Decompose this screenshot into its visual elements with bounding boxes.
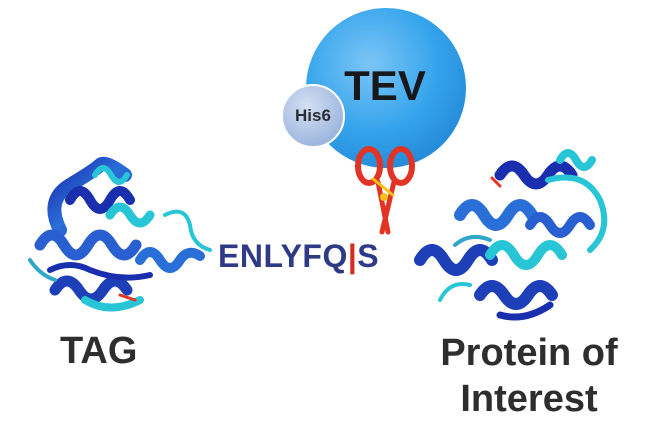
protein-of-interest-label: Protein of Interest [424, 330, 634, 422]
tev-label: TEV [344, 62, 426, 109]
scissors-icon [355, 146, 415, 235]
tag-protein-structure [28, 156, 212, 312]
his6-tag-circle [281, 84, 345, 148]
target-protein-structure [414, 149, 608, 321]
tev-enzyme-circle [306, 8, 466, 168]
protein-label-line2: Interest [460, 378, 598, 420]
cut-site-mark: | [347, 238, 358, 274]
his6-label: His6 [295, 106, 331, 125]
tag-label: TAG [60, 330, 138, 372]
sequence-after-cut: S [357, 238, 380, 274]
protein-label-line1: Protein of [440, 332, 618, 374]
sequence-before-cut: ENLYFQ [218, 238, 348, 274]
cleavage-sequence: ENLYFQ|S [218, 238, 379, 275]
